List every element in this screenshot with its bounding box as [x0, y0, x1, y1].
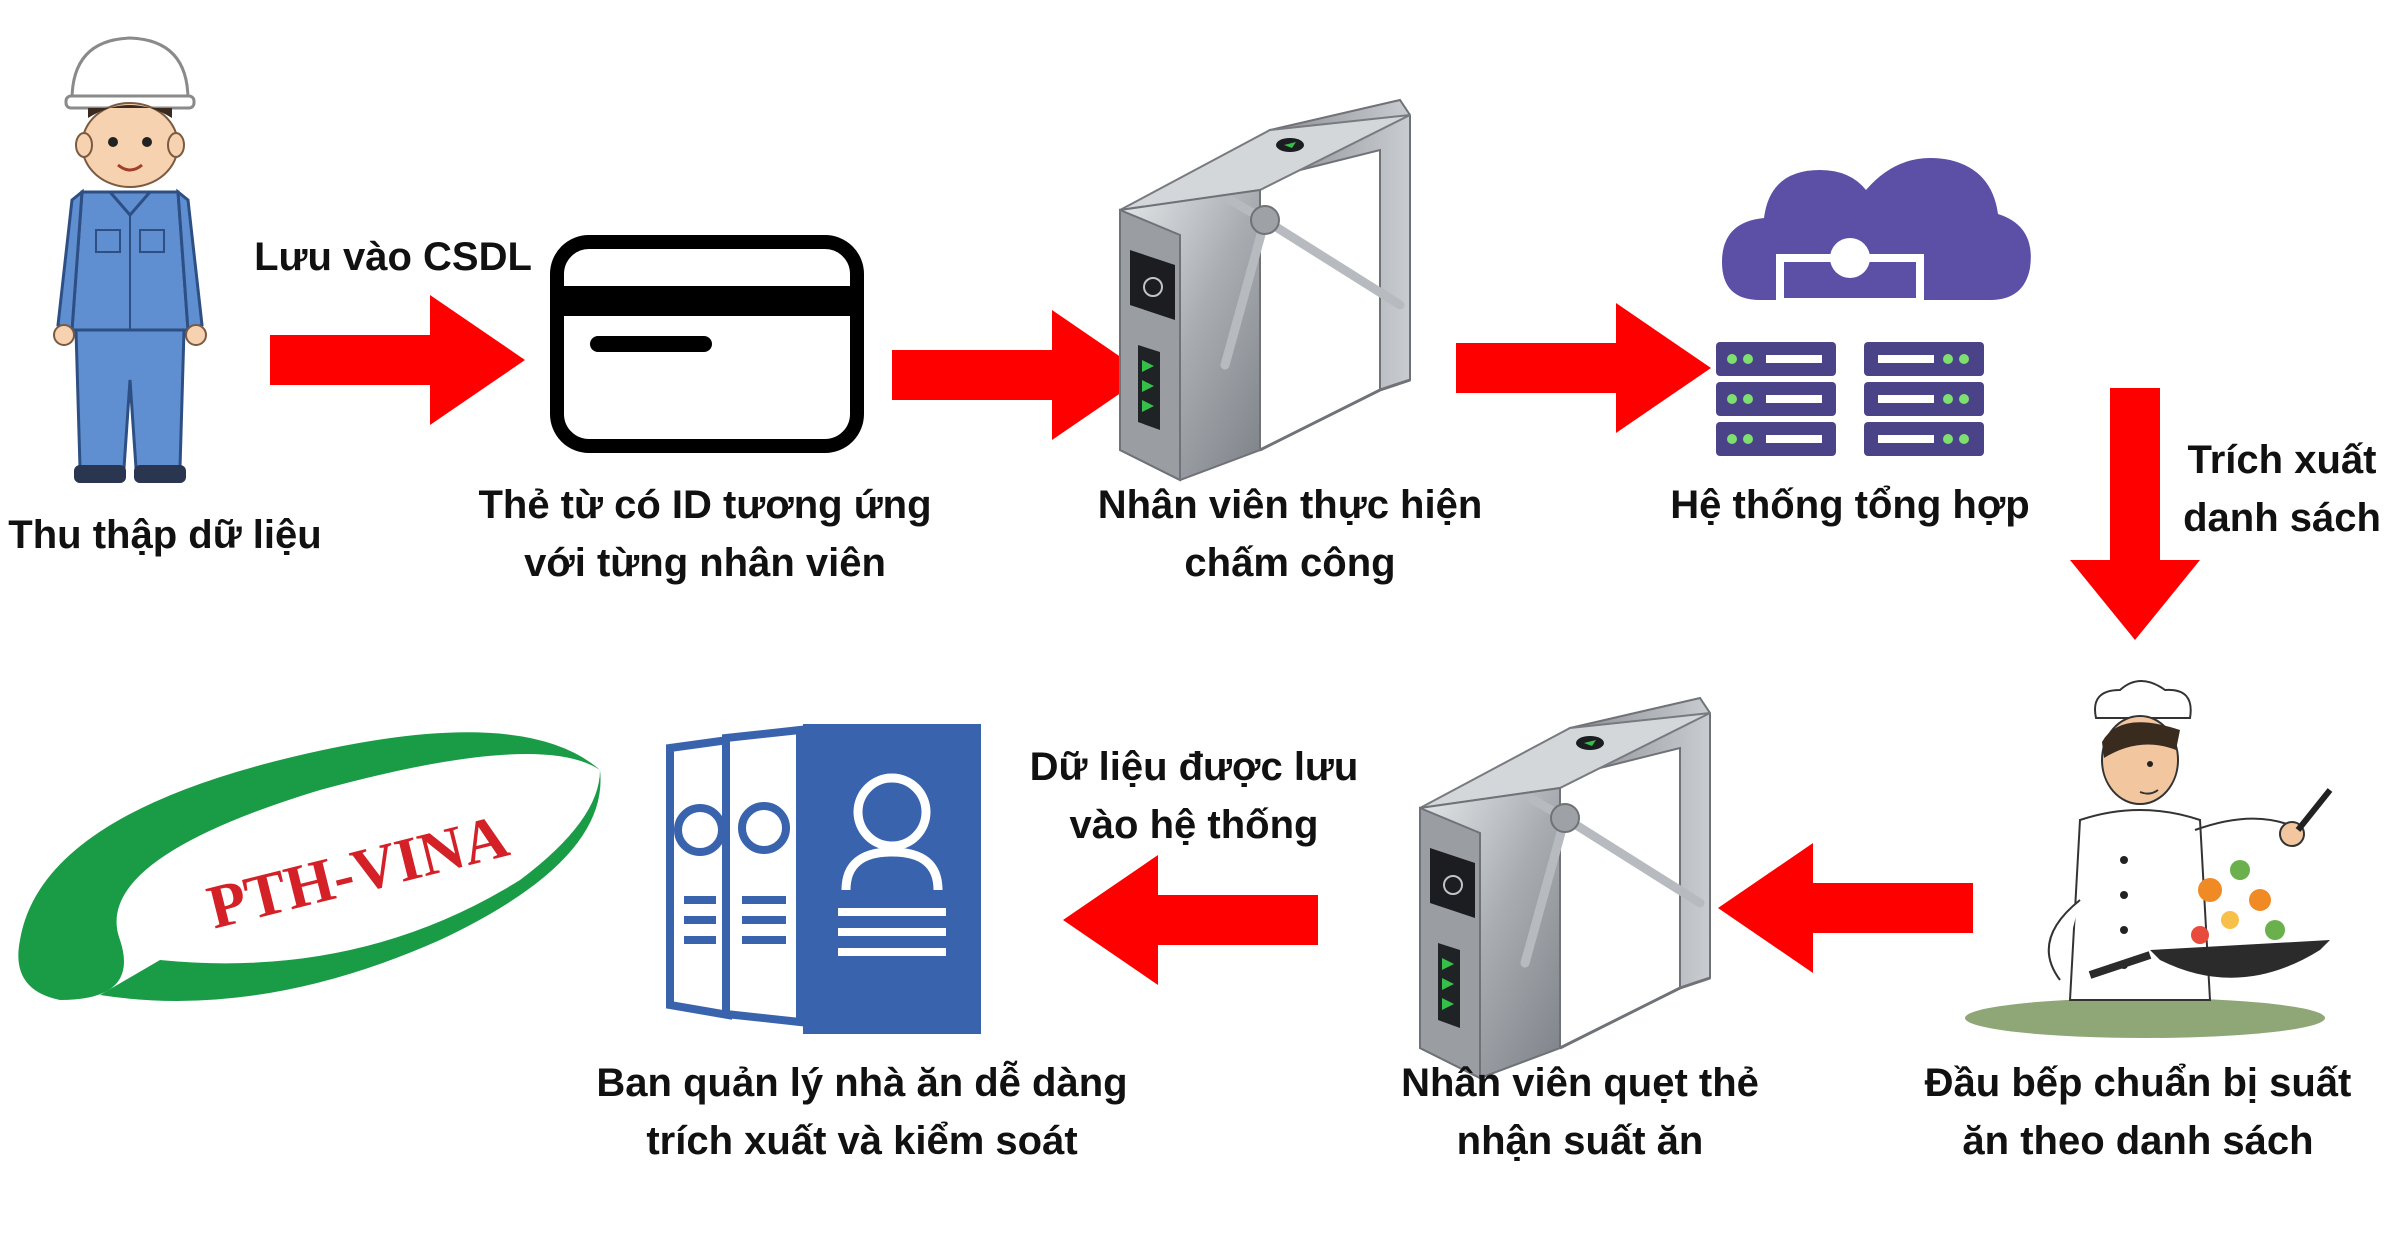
step-collect-label: Thu thập dữ liệu	[8, 513, 321, 557]
turnstile-swipe-icon	[1420, 698, 1710, 1078]
cloud-server-icon	[1716, 158, 2031, 456]
arrow-label-stored-line2: vào hệ thống	[1070, 803, 1319, 847]
pth-vina-logo: PTH-VINA	[18, 732, 601, 1001]
arrow-label-extract-line2: danh sách	[2183, 496, 2381, 540]
step-swipe-label-line2: nhận suất ăn	[1457, 1119, 1704, 1163]
step-card-label-line2: với từng nhân viên	[524, 541, 886, 585]
arrow-down-extract	[2070, 388, 2200, 640]
step-chef-label-line1: Đầu bếp chuẩn bị suất	[1925, 1061, 2352, 1105]
arrow-label-stored-line1: Dữ liệu được lưu	[1030, 745, 1359, 789]
arrow-to-swipe	[1718, 843, 1973, 973]
profile-documents-icon	[666, 724, 981, 1034]
chef-illustration	[1965, 680, 2333, 1038]
arrow-to-system	[1456, 303, 1711, 433]
magnetic-card-icon	[550, 235, 864, 453]
step-swipe-label-line1: Nhân viên quẹt thẻ	[1401, 1061, 1759, 1105]
step-chef-label-line2: ăn theo danh sách	[1962, 1119, 2313, 1163]
step-system-label: Hệ thống tổng hợp	[1670, 483, 2029, 527]
arrow-to-manage	[1063, 855, 1318, 985]
worker-illustration	[53, 36, 207, 483]
turnstile-checkin-icon	[1120, 100, 1410, 480]
arrow-label-extract-line1: Trích xuất	[2188, 438, 2377, 482]
step-checkin-label-line2: chấm công	[1184, 541, 1395, 585]
step-card-label-line1: Thẻ từ có ID tương ứng	[478, 483, 931, 527]
arrow-label-save-db: Lưu vào CSDL	[254, 235, 532, 279]
arrow-to-card	[270, 295, 525, 425]
arrow-to-turnstile	[892, 310, 1147, 440]
step-manage-label-line1: Ban quản lý nhà ăn dễ dàng	[596, 1059, 1127, 1105]
step-checkin-label-line1: Nhân viên thực hiện	[1098, 483, 1483, 527]
step-manage-label-line2: trích xuất và kiểm soát	[646, 1119, 1077, 1163]
